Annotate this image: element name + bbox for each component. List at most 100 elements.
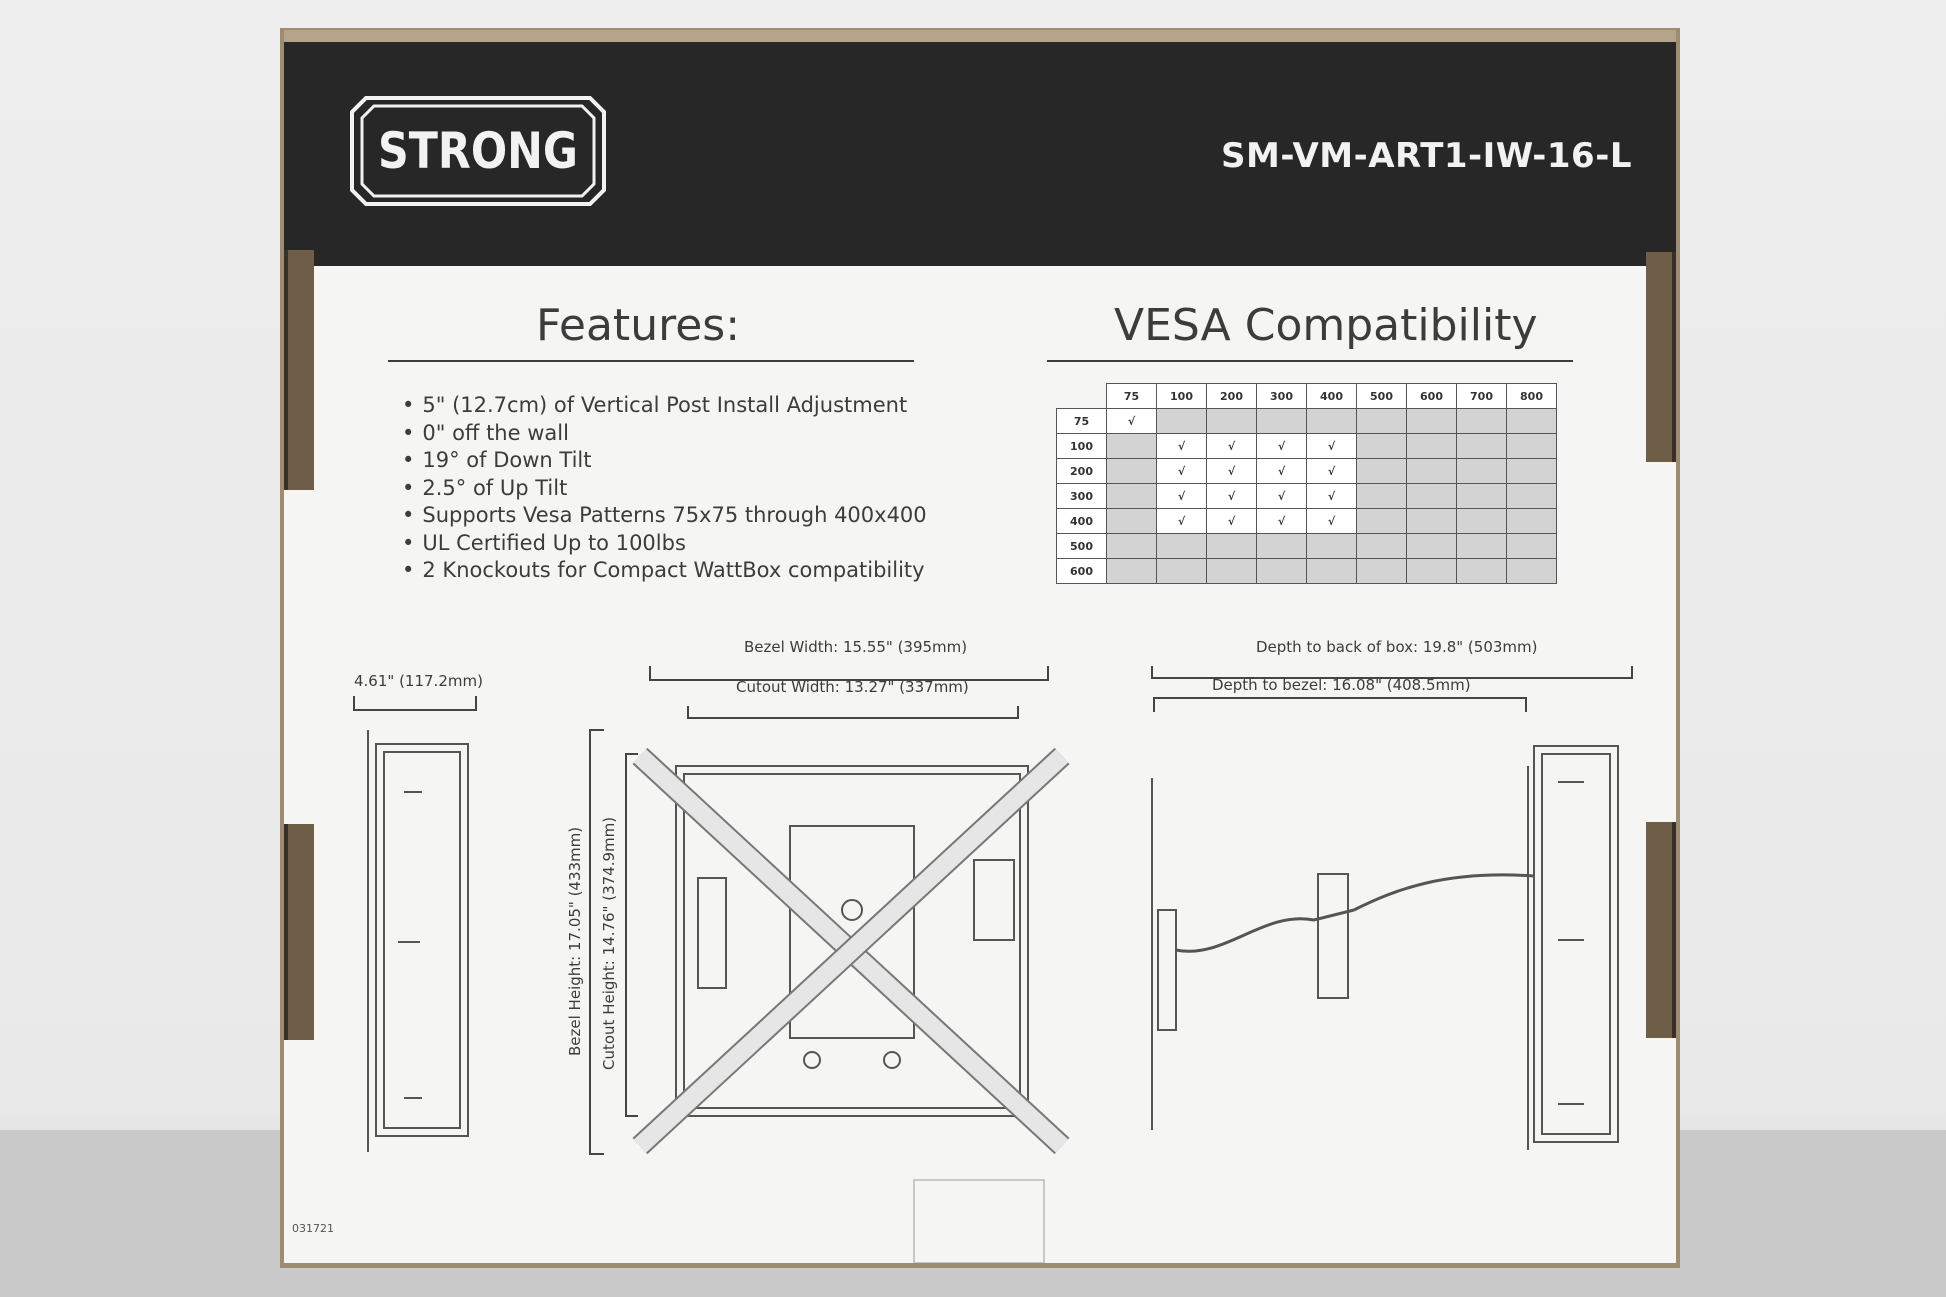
- vesa-check-cell: √: [1156, 433, 1207, 459]
- vesa-heading: VESA Compatibility: [1114, 300, 1538, 351]
- bezel-width-label: Bezel Width: 15.55" (395mm): [744, 638, 968, 656]
- box-flap-seam: [913, 1179, 1045, 1263]
- vesa-row: 100√√√√: [1056, 433, 1557, 459]
- vesa-empty-cell: [1306, 533, 1357, 559]
- vesa-column-header: 600: [1406, 383, 1457, 409]
- front-view-drawing: [632, 747, 1070, 1155]
- vesa-check-cell: √: [1156, 483, 1207, 509]
- vesa-check-cell: √: [1206, 433, 1257, 459]
- product-box: STRONG SM-VM-ART1-IW-16-L Features: 5" (…: [284, 30, 1676, 1263]
- vesa-empty-cell: [1456, 483, 1507, 509]
- vesa-empty-cell: [1256, 558, 1307, 584]
- vesa-column-header: 75: [1106, 383, 1157, 409]
- vesa-empty-cell: [1306, 558, 1357, 584]
- vesa-check-cell: √: [1256, 508, 1307, 534]
- vesa-column-header: 300: [1256, 383, 1307, 409]
- depth-bezel-label: Depth to bezel: 16.08" (408.5mm): [1212, 676, 1471, 694]
- features-heading: Features:: [536, 300, 741, 351]
- vesa-empty-cell: [1456, 433, 1507, 459]
- vesa-column-header: 400: [1306, 383, 1357, 409]
- vesa-empty-cell: [1506, 558, 1557, 584]
- vesa-empty-cell: [1406, 533, 1457, 559]
- vesa-row: 200√√√√: [1056, 458, 1557, 484]
- brand-text: STRONG: [378, 122, 578, 180]
- vesa-empty-cell: [1106, 433, 1157, 459]
- vesa-empty-cell: [1456, 533, 1507, 559]
- right-flap-top: [1646, 252, 1676, 462]
- features-list: 5" (12.7cm) of Vertical Post Install Adj…: [402, 392, 927, 585]
- header-band: STRONG SM-VM-ART1-IW-16-L: [284, 42, 1676, 266]
- vesa-empty-cell: [1506, 533, 1557, 559]
- model-number: SM-VM-ART1-IW-16-L: [1221, 136, 1632, 176]
- vesa-row: 300√√√√: [1056, 483, 1557, 509]
- vesa-empty-cell: [1406, 483, 1457, 509]
- vesa-empty-cell: [1506, 483, 1557, 509]
- feature-item: 0" off the wall: [402, 420, 927, 448]
- vesa-empty-cell: [1406, 558, 1457, 584]
- vesa-row-header: 600: [1056, 558, 1107, 584]
- vesa-empty-cell: [1506, 408, 1557, 434]
- depth-box-label: Depth to back of box: 19.8" (503mm): [1256, 638, 1538, 656]
- side-view-drawing: [367, 730, 469, 1152]
- feature-item: 19° of Down Tilt: [402, 447, 927, 475]
- feature-item: UL Certified Up to 100lbs: [402, 530, 927, 558]
- vesa-empty-cell: [1206, 558, 1257, 584]
- cutout-width-label: Cutout Width: 13.27" (337mm): [736, 678, 969, 696]
- left-flap-bottom: [284, 824, 314, 1040]
- vesa-check-cell: √: [1106, 408, 1157, 434]
- vesa-empty-cell: [1356, 558, 1407, 584]
- strong-logo: STRONG: [350, 96, 606, 206]
- vesa-empty-cell: [1406, 508, 1457, 534]
- vesa-empty-cell: [1456, 558, 1507, 584]
- left-flap-top: [284, 250, 314, 490]
- dimension-brackets: [353, 666, 1633, 1155]
- vesa-row: 500: [1056, 533, 1557, 559]
- vesa-column-header: 700: [1456, 383, 1507, 409]
- vesa-empty-cell: [1356, 433, 1407, 459]
- feature-item: 2.5° of Up Tilt: [402, 475, 927, 503]
- vesa-row-header: 500: [1056, 533, 1107, 559]
- vesa-empty-cell: [1106, 508, 1157, 534]
- vesa-check-cell: √: [1156, 508, 1207, 534]
- vesa-empty-cell: [1406, 433, 1457, 459]
- vesa-row-header: 400: [1056, 508, 1107, 534]
- vesa-empty-cell: [1456, 458, 1507, 484]
- vesa-empty-cell: [1506, 458, 1557, 484]
- feature-item: 5" (12.7cm) of Vertical Post Install Adj…: [402, 392, 927, 420]
- vesa-check-cell: √: [1256, 458, 1307, 484]
- vesa-check-cell: √: [1306, 433, 1357, 459]
- right-flap-bottom: [1646, 822, 1676, 1038]
- vesa-empty-cell: [1306, 408, 1357, 434]
- box-lid-edge: [284, 30, 1676, 44]
- vesa-empty-cell: [1406, 458, 1457, 484]
- vesa-row-header: 100: [1056, 433, 1107, 459]
- feature-item: 2 Knockouts for Compact WattBox compatib…: [402, 557, 927, 585]
- vesa-check-cell: √: [1206, 458, 1257, 484]
- vesa-column-header: 800: [1506, 383, 1557, 409]
- vesa-empty-cell: [1206, 533, 1257, 559]
- vesa-check-cell: √: [1256, 483, 1307, 509]
- vesa-empty-cell: [1106, 558, 1157, 584]
- vesa-empty-cell: [1256, 533, 1307, 559]
- print-code: 031721: [292, 1222, 334, 1235]
- features-rule: [388, 360, 914, 362]
- profile-view-drawing: [1151, 745, 1619, 1150]
- vesa-empty-cell: [1156, 533, 1207, 559]
- vesa-check-cell: √: [1206, 483, 1257, 509]
- vesa-check-cell: √: [1306, 483, 1357, 509]
- vesa-empty-cell: [1356, 483, 1407, 509]
- vesa-row: 75√: [1056, 408, 1557, 434]
- vesa-check-cell: √: [1206, 508, 1257, 534]
- line-drawings: [353, 666, 1633, 1263]
- vesa-column-header: 200: [1206, 383, 1257, 409]
- vesa-empty-cell: [1356, 533, 1407, 559]
- vesa-rule: [1047, 360, 1573, 362]
- side-depth-label: 4.61" (117.2mm): [354, 672, 483, 690]
- feature-item: Supports Vesa Patterns 75x75 through 400…: [402, 502, 926, 530]
- vesa-empty-cell: [1156, 408, 1207, 434]
- vesa-empty-cell: [1106, 483, 1157, 509]
- vesa-row: 600: [1056, 558, 1557, 584]
- vesa-empty-cell: [1456, 508, 1507, 534]
